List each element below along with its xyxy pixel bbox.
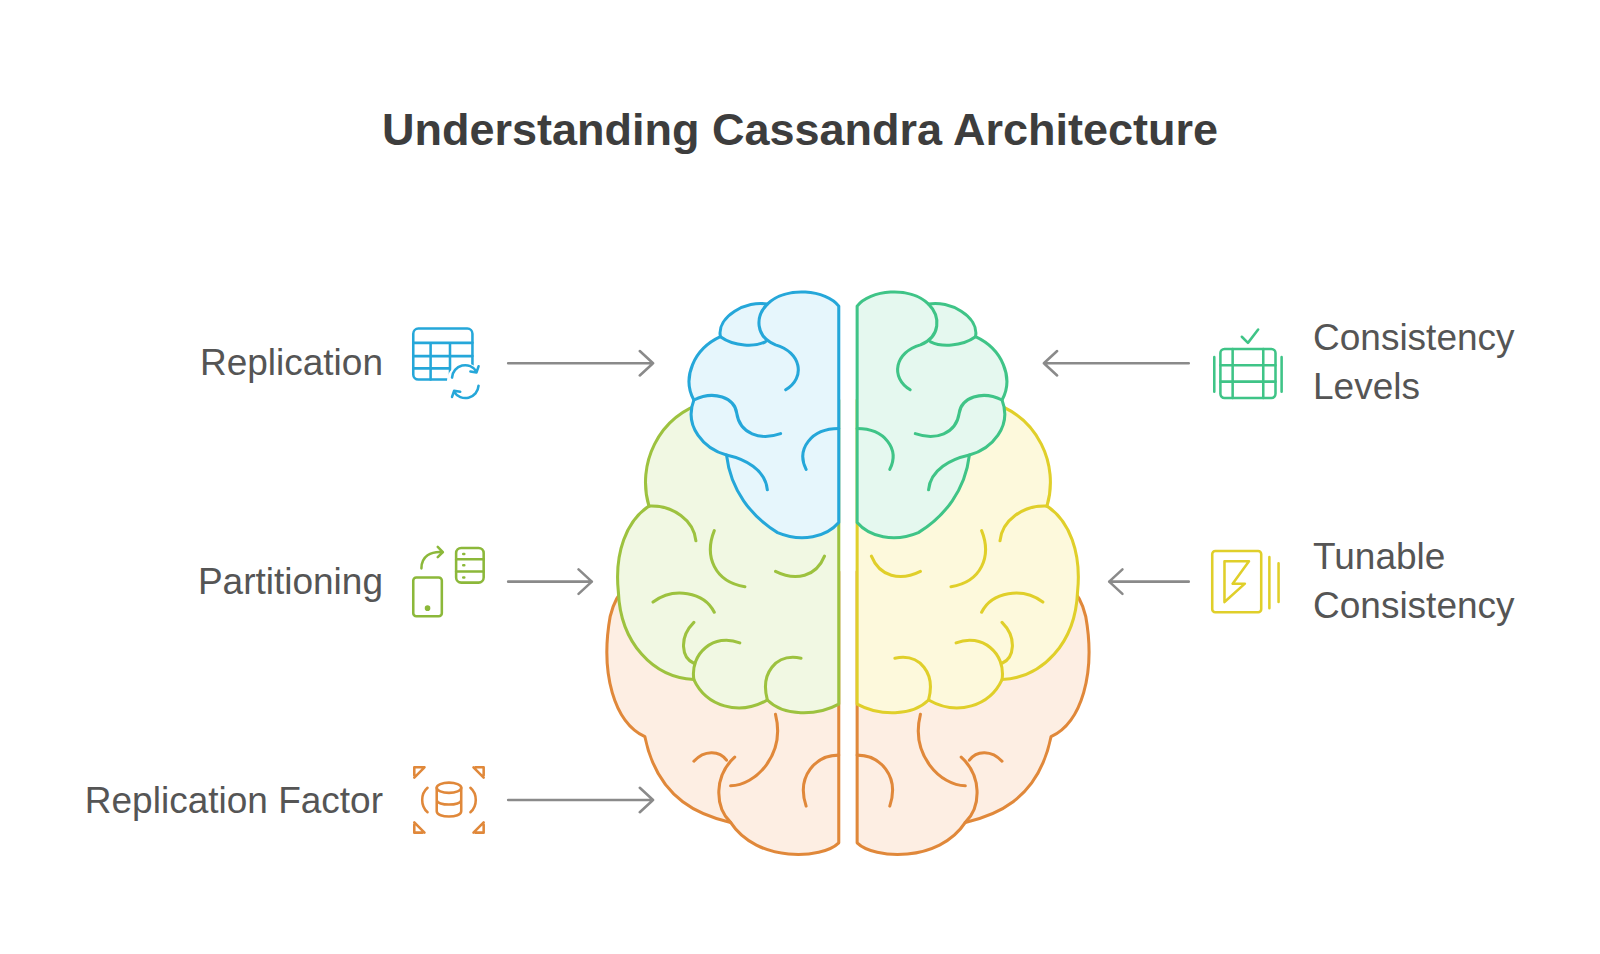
leader-arrow [1044,351,1189,375]
brain-fold [694,304,839,490]
icon-part [414,767,483,832]
brain-right [857,292,1089,855]
icon-part [421,547,442,568]
leader-arrow [508,351,653,375]
brain-fold [694,714,839,822]
leader-arrow [1109,569,1189,593]
icon-part [422,788,476,812]
scaled-art [413,292,1281,855]
leader-arrows [508,351,1189,812]
diagram-title: Understanding Cassandra Architecture [0,104,1600,156]
partitioning-icon [413,547,483,616]
icon-part [1242,330,1258,343]
replication-icon [413,329,483,400]
tunable-consistency-icon [1212,551,1278,612]
consistency-levels-icon [1214,330,1281,398]
concept-label: Consistency Levels [1313,313,1563,411]
icon-part [426,607,429,610]
icon-part [447,363,484,400]
icon-part [1214,349,1281,398]
brain-left [607,292,839,855]
leader-arrow [508,788,653,812]
replication-factor-icon [414,767,483,832]
brain-lobe-blue [689,292,839,538]
concept-label: Replication [200,338,383,387]
icon-part [456,548,484,583]
icon-part [456,554,484,577]
icon-part [413,578,442,617]
concept-label: Replication Factor [85,776,383,825]
icon-part [452,365,479,398]
brain-fold [857,304,1002,490]
concept-label: Partitioning [198,557,383,606]
icon-part [1220,349,1275,398]
leader-arrow [508,569,592,593]
icon-part [1224,557,1278,608]
concept-label: Tunable Consistency [1313,532,1563,630]
brain-lobe-teal [857,292,1007,538]
brain-fold [857,714,1002,822]
icon-part [437,783,461,793]
icon-part [437,788,461,817]
